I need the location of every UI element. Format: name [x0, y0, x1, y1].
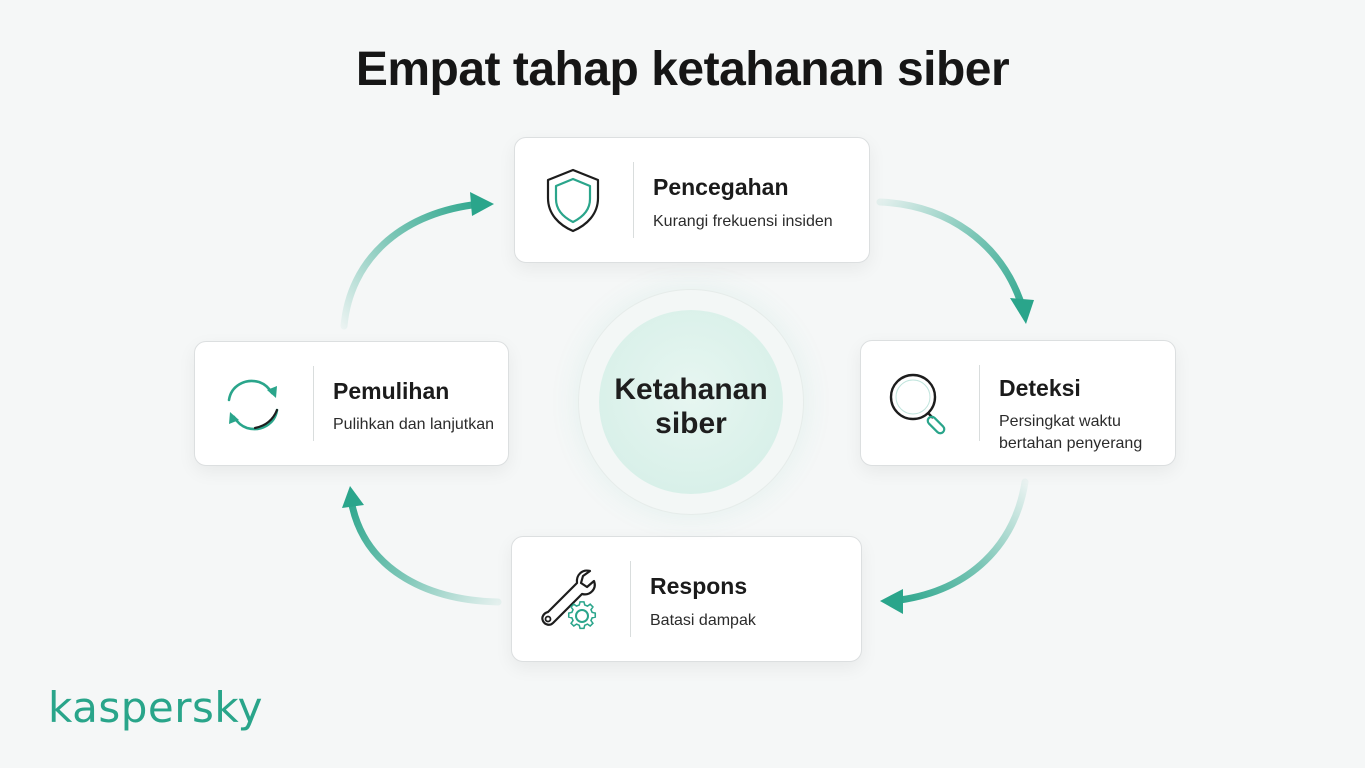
arrowhead-2: [880, 589, 903, 614]
arrow-pemulihan-to-pencegahan: [340, 201, 476, 330]
stage-description: Kurangi frekuensi insiden: [653, 213, 833, 230]
page-title: Empat tahap ketahanan siber: [355, 43, 1010, 96]
stage-description-line2: bertahan penyerang: [999, 435, 1143, 452]
center-circle: Ketahanan siber: [578, 289, 804, 515]
card-divider: [979, 365, 980, 441]
arrow-pencegahan-to-deteksi: [876, 198, 1024, 304]
center-label: Ketahanan siber: [599, 373, 783, 441]
stage-name: Deteksi: [999, 375, 1081, 401]
stage-card-deteksi: Deteksi Persingkat waktu bertahan penyer…: [860, 340, 1176, 466]
card-divider: [633, 162, 634, 238]
kaspersky-logo: kaspersky: [48, 683, 264, 732]
stage-name: Respons: [650, 573, 748, 599]
stage-card-respons: Respons Batasi dampak: [511, 536, 862, 662]
refresh-cycle-icon: [227, 379, 279, 430]
shield-icon: [546, 168, 600, 233]
stage-description-line1: Persingkat waktu: [999, 413, 1121, 430]
arrowhead-3: [342, 486, 364, 508]
arrowhead-4: [470, 192, 494, 216]
arrow-respons-to-pemulihan: [348, 501, 502, 606]
arrowhead-1: [1010, 298, 1034, 324]
stage-name: Pemulihan: [333, 378, 450, 404]
stage-card-pemulihan: Pemulihan Pulihkan dan lanjutkan: [194, 341, 509, 466]
center-circle-inner: Ketahanan siber: [599, 310, 783, 494]
center-label-line2: siber: [655, 407, 727, 440]
stage-description: Pulihkan dan lanjutkan: [333, 416, 495, 433]
stage-description: Batasi dampak: [650, 612, 756, 629]
arrow-deteksi-to-respons: [896, 478, 1029, 604]
magnifier-icon: [889, 373, 946, 435]
wrench-gear-icon: [541, 569, 597, 630]
stage-name: Pencegahan: [653, 174, 789, 200]
card-divider: [630, 561, 631, 637]
center-label-line1: Ketahanan: [614, 373, 768, 406]
stage-card-pencegahan: Pencegahan Kurangi frekuensi insiden: [514, 137, 870, 263]
card-divider: [313, 366, 314, 441]
